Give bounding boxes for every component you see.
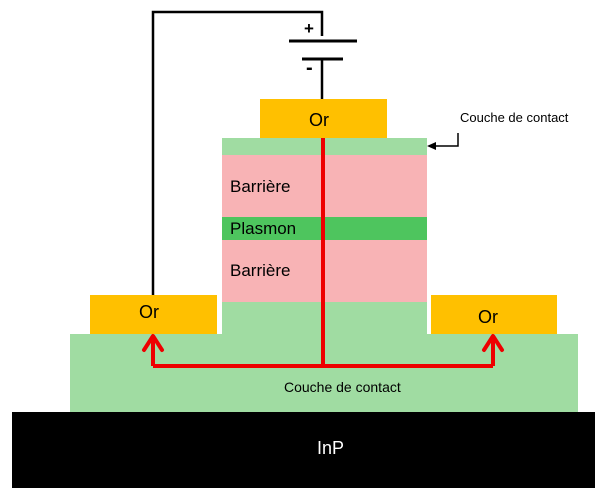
right-gold-contact: Or (431, 295, 557, 334)
battery-plus-sign: + (304, 19, 314, 38)
upper-barrier-label: Barrière (230, 177, 291, 196)
plasmon-label: Plasmon (230, 219, 297, 238)
right-gold-label: Or (478, 307, 498, 327)
inp-substrate: InP (12, 412, 595, 488)
lower-barrier: Barrière (222, 240, 427, 302)
battery-minus-sign: - (306, 57, 313, 79)
top-gold-label: Or (309, 110, 329, 130)
left-gold-contact: Or (90, 295, 217, 334)
battery-symbol-icon (289, 39, 357, 61)
annotation-pointer-line (433, 133, 459, 147)
bottom-contact-label: Couche de contact (284, 379, 401, 395)
annotation-arrowhead (427, 142, 436, 150)
top-gold-contact: Or (260, 99, 387, 138)
top-contact-layer (222, 138, 427, 155)
bottom-contact-layer: Couche de contact (70, 334, 578, 412)
plasmon-layer: Plasmon (222, 217, 427, 240)
mesa-lower-contact (222, 302, 427, 334)
upper-barrier: Barrière (222, 155, 427, 217)
left-gold-label: Or (139, 302, 159, 322)
top-contact-annotation: Couche de contact (460, 110, 569, 125)
lower-barrier-label: Barrière (230, 261, 291, 280)
substrate-label: InP (317, 438, 345, 458)
